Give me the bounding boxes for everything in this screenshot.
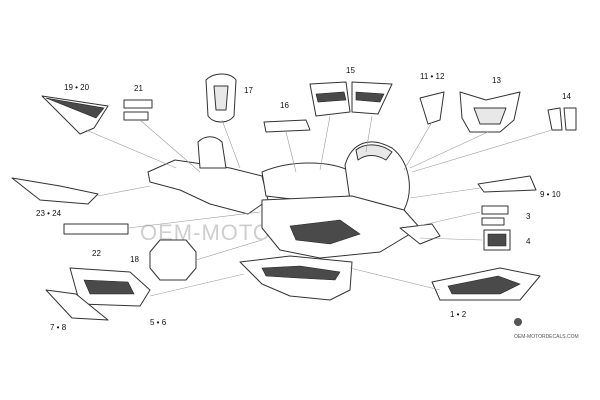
- decal-9-10: [477, 175, 537, 193]
- side-stripe: [289, 219, 361, 245]
- decal-4-fill: [487, 233, 507, 247]
- callout-21: 21: [134, 84, 143, 93]
- callout-1-2: 1 • 2: [450, 310, 467, 319]
- upper-fairing: [344, 141, 410, 216]
- decal-17-inner: [213, 85, 229, 111]
- decal-14-a: [547, 107, 563, 131]
- footer-text: OEM-MOTORDECALS.COM: [514, 334, 579, 340]
- decal-11-12: [419, 91, 445, 125]
- callout-11-12: 11 • 12: [420, 72, 445, 81]
- leader-lines: [85, 115, 553, 297]
- tail-cowl-hump: [197, 136, 227, 169]
- decal-23-24: [11, 177, 99, 205]
- callout-9-10: 9 • 10: [540, 190, 561, 199]
- decal-14-b: [563, 107, 577, 131]
- callout-5-6: 5 • 6: [150, 318, 167, 327]
- callout-14: 14: [562, 92, 571, 101]
- windscreen: [355, 144, 393, 161]
- decal-7-8: [45, 289, 109, 321]
- callout-7-8: 7 • 8: [50, 323, 67, 332]
- callout-22: 22: [92, 249, 101, 258]
- callout-23-24: 23 • 24: [36, 209, 62, 218]
- decal-1-2-stripe: [447, 275, 521, 295]
- decal-16: [263, 119, 311, 133]
- motorcycle-fairing: [147, 136, 441, 301]
- decal-19-20-stripe: [45, 97, 105, 119]
- callout-19-20: 19 • 20: [64, 83, 90, 92]
- decal-3-top: [481, 205, 509, 215]
- callout-15: 15: [346, 66, 355, 75]
- decal-18: [149, 239, 197, 281]
- decal-21-top: [123, 99, 153, 109]
- footer-logo: OEM-MOTORDECALS.COM: [514, 318, 579, 340]
- callout-3: 3: [526, 212, 531, 221]
- decal-15-band-left: [315, 91, 347, 103]
- callout-18: 18: [130, 255, 139, 264]
- decal-21-bottom: [123, 111, 149, 121]
- decal-22: [63, 223, 129, 235]
- callout-16: 16: [280, 101, 289, 110]
- decal-3-bottom: [481, 217, 505, 226]
- callout-13: 13: [492, 76, 501, 85]
- belly-stripe: [261, 265, 341, 281]
- fuel-tank: [261, 162, 353, 201]
- decal-19-20: [41, 95, 109, 135]
- decal-13-inner: [473, 107, 507, 125]
- logo-icon: [514, 318, 522, 326]
- decal-5-6-stripe: [83, 279, 135, 295]
- decal-15-band-right: [355, 91, 385, 103]
- callout-17: 17: [244, 86, 253, 95]
- callout-4: 4: [526, 237, 531, 246]
